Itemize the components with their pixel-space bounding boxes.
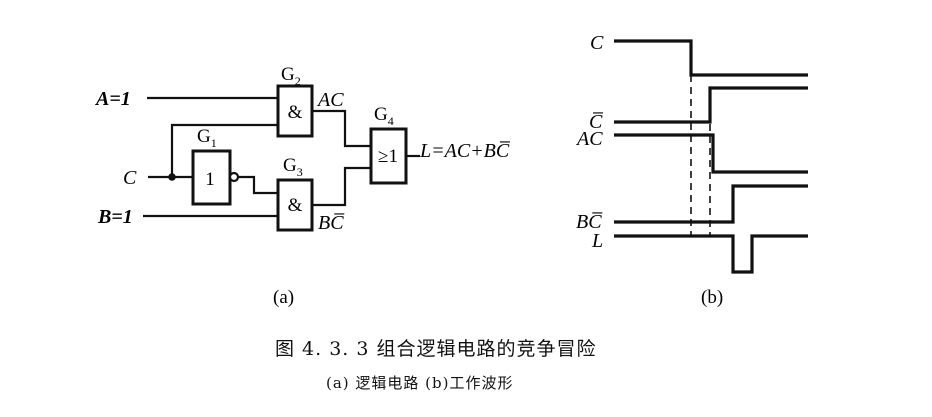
wire-bcbar [312, 166, 371, 207]
panel-b-label: (b) [701, 287, 723, 308]
output-label: L=AC+BC̅ [419, 140, 511, 162]
panel-a-label: (a) [273, 287, 294, 308]
wave-label-l: L [591, 230, 603, 252]
wave-label-c: C [590, 32, 604, 54]
wave-cbar [614, 86, 808, 124]
wave-bcbar [614, 184, 808, 224]
wave-label-ac: AC [575, 128, 603, 150]
logic-circuit: & 1 & ≥1 G2 G1 G3 G4 A=1 C B=1 AC BC̅ L=… [94, 64, 511, 308]
wave-label-bcbar: BC̅ [576, 211, 603, 233]
g2-label: G2 [281, 64, 301, 88]
wave-ac [614, 133, 808, 174]
g3-symbol: & [288, 195, 303, 216]
wire-cbar [238, 175, 278, 195]
g1-label: G1 [197, 126, 217, 150]
wire-c-to-g2 [170, 123, 278, 177]
junction-dot [168, 173, 176, 181]
g4-symbol: ≥1 [378, 146, 398, 167]
input-a-label: A=1 [94, 88, 131, 110]
g3-label: G3 [283, 155, 303, 179]
gate-g2 [276, 84, 314, 138]
wire-ac [312, 109, 371, 148]
figure-caption: 图 4. 3. 3 组合逻辑电路的竞争冒险 [275, 338, 597, 360]
wave-l [614, 234, 808, 274]
g1-symbol: 1 [205, 169, 215, 190]
inverter-bubble [228, 171, 240, 183]
bcbar-label: BC̅ [318, 212, 345, 234]
g2-symbol: & [288, 102, 303, 123]
g4-label: G4 [374, 104, 394, 128]
wave-label-cbar: C̅ [589, 111, 604, 133]
input-c-label: C [123, 167, 137, 189]
gate-g3 [276, 178, 314, 232]
input-b-label: B=1 [97, 206, 133, 228]
wave-c [614, 39, 808, 77]
ac-label: AC [316, 89, 344, 111]
figure-subcaption: (a) 逻辑电路 (b)工作波形 [326, 374, 514, 392]
waveforms: C C̅ AC BC̅ L (b) [575, 32, 808, 308]
gate-g1 [191, 149, 232, 206]
